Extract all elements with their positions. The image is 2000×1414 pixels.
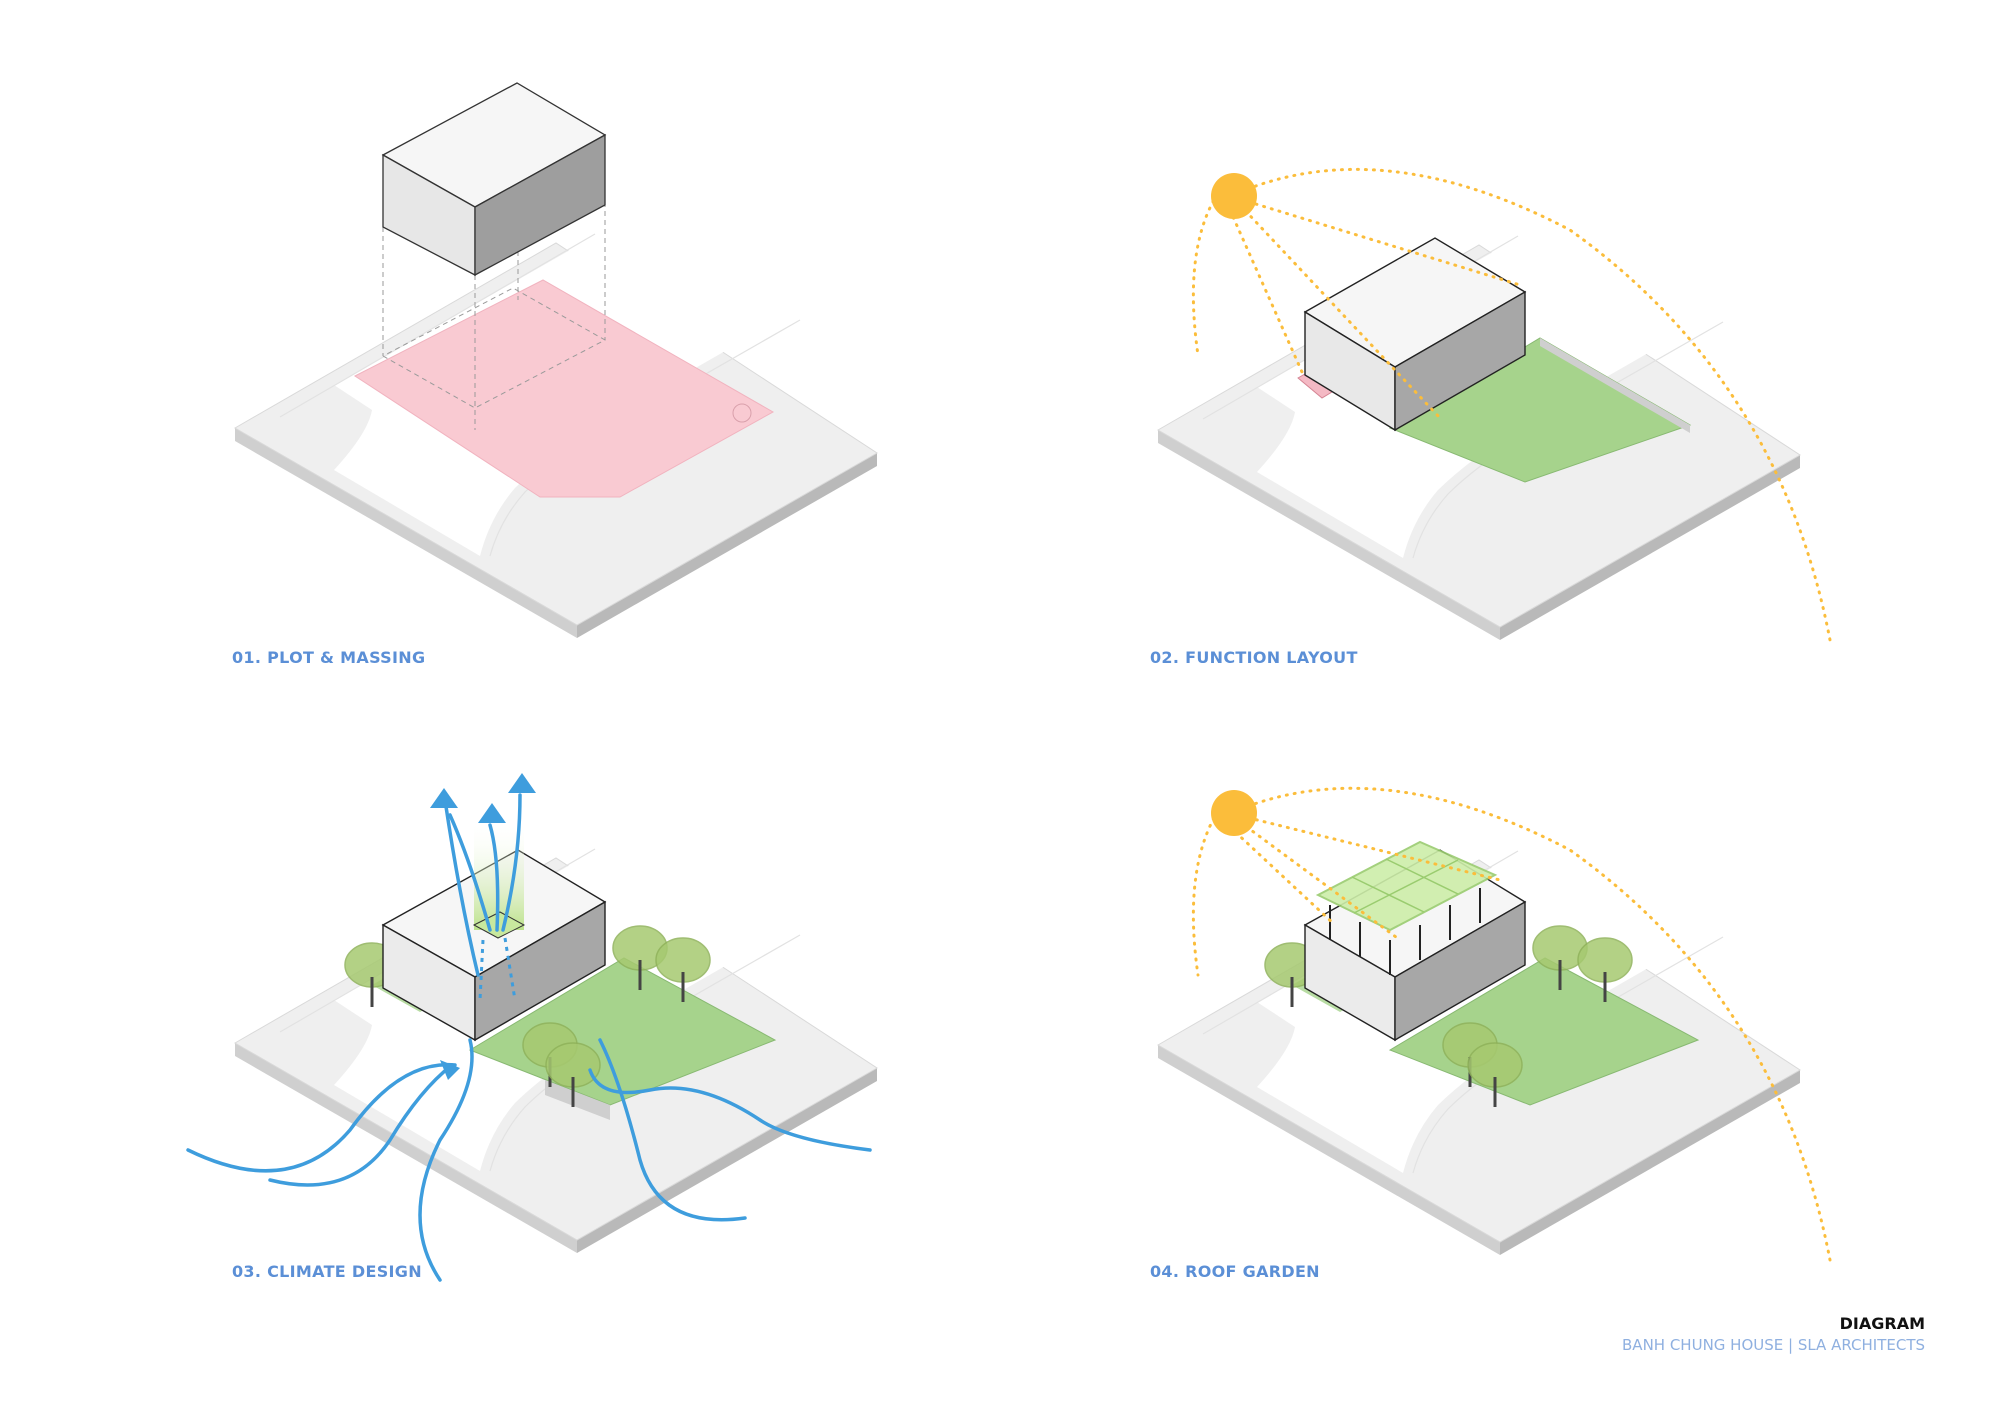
caption-panel-2: 02. FUNCTION LAYOUT (1150, 648, 1358, 667)
caption-panel-3: 03. CLIMATE DESIGN (232, 1262, 422, 1281)
sun-path (1191, 786, 1832, 1262)
lawn (1388, 957, 1700, 1106)
massing-block (381, 82, 607, 277)
panel-climate-design (186, 773, 878, 1282)
sun-icon (1211, 790, 1257, 836)
plot-area (354, 279, 775, 498)
wind-flow (186, 793, 872, 1282)
panel-function-layout (1157, 167, 1832, 642)
credit-subtitle: BANH CHUNG HOUSE | SLA ARCHITECTS (1622, 1336, 1925, 1354)
credit-title: DIAGRAM (1839, 1314, 1925, 1333)
sun-icon (1211, 173, 1257, 219)
panel-roof-garden (1157, 786, 1832, 1262)
roof-pergola (1315, 840, 1498, 932)
panel-plot-massing (234, 82, 878, 639)
caption-panel-1: 01. PLOT & MASSING (232, 648, 426, 667)
caption-panel-4: 04. ROOF GARDEN (1150, 1262, 1320, 1281)
